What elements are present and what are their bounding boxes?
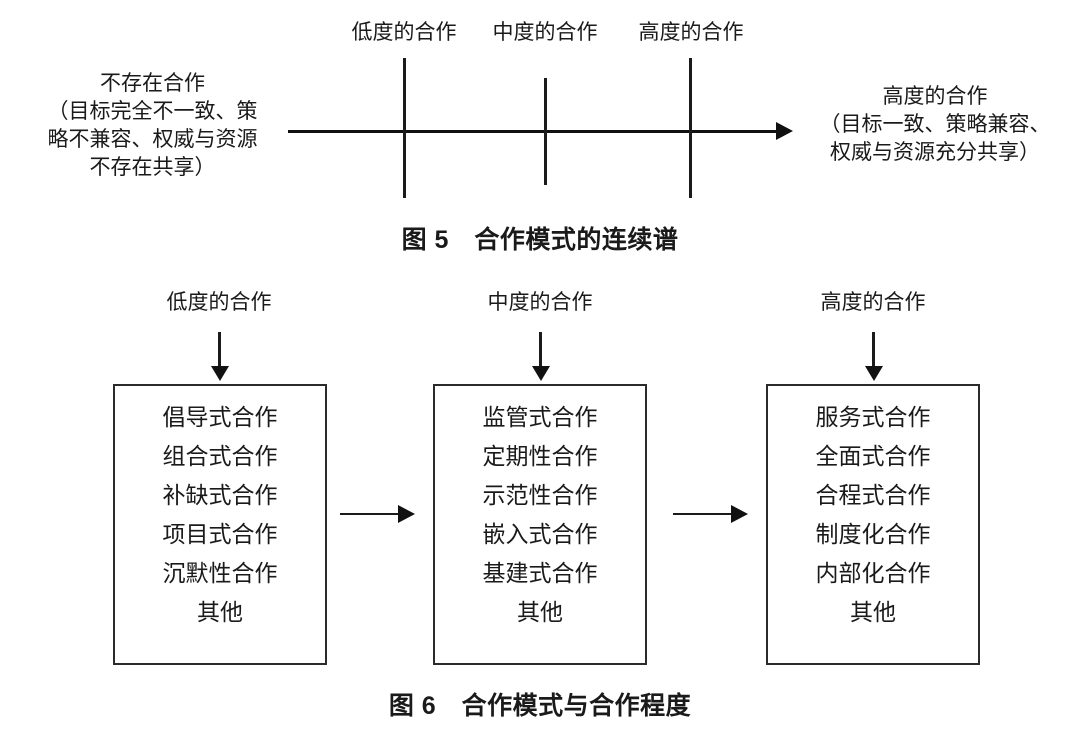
fig6-header-low: 低度的合作 (166, 290, 272, 314)
list-item: 嵌入式合作 (482, 522, 598, 547)
fig5-top-label-low: 低度的合作 (351, 20, 457, 44)
list-item: 项目式合作 (162, 522, 278, 547)
fig5-axis-line (288, 130, 776, 133)
list-item: 倡导式合作 (162, 405, 278, 430)
list-item: 其他 (850, 600, 896, 625)
fig5-tick-high (689, 58, 692, 198)
fig5-caption: 图 5 合作模式的连续谱 (401, 226, 679, 254)
list-item: 组合式合作 (162, 444, 278, 469)
list-item: 监管式合作 (482, 405, 598, 430)
fig6-list-medium: 监管式合作 定期性合作 示范性合作 嵌入式合作 基建式合作 其他 (435, 386, 645, 640)
list-item: 示范性合作 (482, 483, 598, 508)
fig6-arrow-down-shaft-2 (539, 332, 542, 366)
list-item: 其他 (517, 600, 563, 625)
fig6-arrow-down-shaft-1 (218, 332, 221, 366)
fig6-box-medium: 监管式合作 定期性合作 示范性合作 嵌入式合作 基建式合作 其他 (433, 384, 647, 665)
arrow-right-icon (398, 505, 415, 523)
list-item: 基建式合作 (482, 561, 598, 586)
fig6-list-low: 倡导式合作 组合式合作 补缺式合作 项目式合作 沉默性合作 其他 (115, 386, 325, 640)
list-item: 沉默性合作 (162, 561, 278, 586)
list-item: 合程式合作 (815, 483, 931, 508)
arrow-right-icon (776, 122, 793, 140)
fig5-top-label-high: 高度的合作 (638, 20, 744, 44)
fig5-top-label-medium: 中度的合作 (492, 20, 598, 44)
fig6-box-low: 倡导式合作 组合式合作 补缺式合作 项目式合作 沉默性合作 其他 (113, 384, 327, 665)
fig6-header-medium: 中度的合作 (487, 290, 593, 314)
fig6-arrow-down-shaft-3 (872, 332, 875, 366)
fig6-header-high: 高度的合作 (820, 290, 926, 314)
arrow-down-icon (211, 366, 229, 381)
fig5-tick-medium (544, 78, 547, 185)
fig5-right-label: 高度的合作 （目标一致、策略兼容、 权威与资源充分共享） (819, 84, 1051, 165)
list-item: 补缺式合作 (162, 483, 278, 508)
fig5-left-label: 不存在合作 （目标完全不一致、策 略不兼容、权威与资源 不存在共享） (47, 71, 258, 180)
fig6-connector-shaft-1 (340, 513, 400, 515)
list-item: 其他 (197, 600, 243, 625)
fig6-box-high: 服务式合作 全面式合作 合程式合作 制度化合作 内部化合作 其他 (766, 384, 980, 665)
list-item: 服务式合作 (815, 405, 931, 430)
list-item: 定期性合作 (482, 444, 598, 469)
list-item: 全面式合作 (815, 444, 931, 469)
fig6-connector-shaft-2 (673, 513, 733, 515)
list-item: 制度化合作 (815, 522, 931, 547)
list-item: 内部化合作 (815, 561, 931, 586)
fig5-tick-low (403, 58, 406, 198)
fig6-list-high: 服务式合作 全面式合作 合程式合作 制度化合作 内部化合作 其他 (768, 386, 978, 640)
arrow-down-icon (865, 366, 883, 381)
arrow-down-icon (532, 366, 550, 381)
fig6-caption: 图 6 合作模式与合作程度 (388, 692, 692, 720)
arrow-right-icon (731, 505, 748, 523)
